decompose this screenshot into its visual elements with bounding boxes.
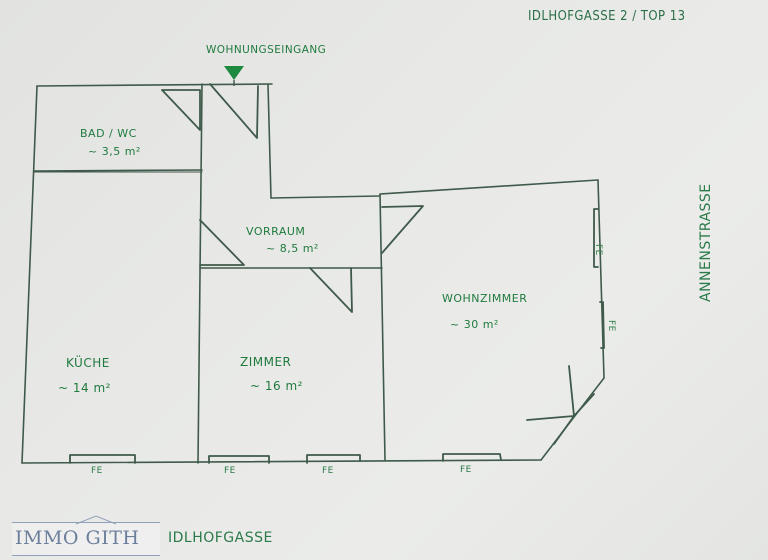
street-label-right: ANNENSTRASSE [698,183,714,302]
street-label-bottom: IDLHOFGASSE [168,530,273,546]
room-wohnzimmer-area: ~ 30 m² [450,318,499,331]
entrance-marker-icon [224,66,244,80]
room-zimmer-name: ZIMMER [240,355,292,369]
entrance-label: WOHNUNGSEINGANG [206,43,327,56]
window-label-wohnzimmer-bottom: FE [460,465,472,475]
window-label-kueche: FE [91,466,103,476]
window-label-wohnzimmer-right-1: FE [593,244,603,256]
room-kueche-name: KÜCHE [66,356,110,370]
logo-text: IMMO GITH [15,527,140,549]
address-title: IDLHOFGASSE 2 / TOP 13 [528,9,686,24]
room-bad-name: BAD / WC [80,127,137,140]
roof-icon [76,515,116,525]
room-vorraum-area: ~ 8,5 m² [266,242,319,255]
window-label-wohnzimmer-right-2: FE [606,320,616,332]
window-label-zimmer-1: FE [224,466,236,476]
room-bad-area: ~ 3,5 m² [88,145,141,158]
windows [69,208,605,464]
room-zimmer-area: ~ 16 m² [250,379,303,393]
company-logo: IMMO GITH [12,515,160,556]
doors [161,83,595,445]
room-wohnzimmer-name: WOHNZIMMER [442,292,528,305]
outer-walls [21,83,605,464]
window-label-zimmer-2: FE [322,466,334,476]
room-kueche-area: ~ 14 m² [58,381,111,395]
room-vorraum-name: VORRAUM [246,225,306,238]
interior-walls [33,83,386,464]
